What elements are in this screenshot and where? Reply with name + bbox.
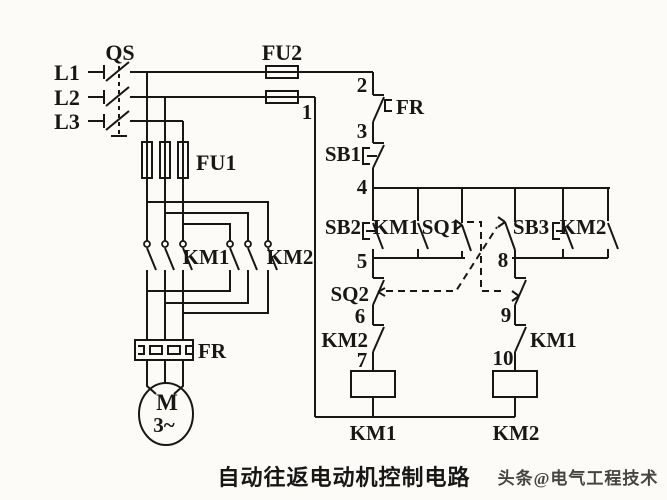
diagram-title: 自动往返电动机控制电路 — [217, 465, 470, 490]
wire-number-5: 5 — [357, 249, 368, 273]
fr-main-label: FR — [198, 339, 227, 363]
km1-seal-label: KM1 — [373, 215, 420, 239]
sb3-reverse-button — [552, 188, 574, 258]
fr-overload-relay — [134, 339, 194, 361]
sb3-label: SB3 — [513, 215, 549, 239]
fu1-label: FU1 — [196, 150, 236, 175]
sq1-label: SQ1 — [422, 215, 461, 239]
feeder-wires — [146, 72, 374, 417]
sb2-label: SB2 — [325, 215, 361, 239]
km2-seal-in-contact — [607, 188, 619, 258]
sq2-mechanical-link — [386, 226, 498, 292]
sb1-label: SB1 — [325, 142, 361, 166]
fu1-fuse — [141, 141, 189, 179]
km2-crossover-wires — [147, 270, 269, 314]
km2-feed-taps — [147, 201, 269, 241]
qs-label: QS — [105, 40, 134, 65]
sq1-mechanical-link — [467, 221, 506, 292]
fu2-label: FU2 — [262, 40, 302, 65]
labels: L1 L2 L3 QS FU2 FU1 KM1 KM2 FR M 3~ 1 2 … — [54, 40, 606, 445]
sb2-forward-button — [362, 188, 384, 258]
power-circuit — [88, 61, 374, 446]
wire-number-7: 7 — [357, 348, 368, 372]
fr-contact-label: FR — [396, 95, 425, 119]
phase-lines — [88, 71, 373, 122]
phase-label-l1: L1 — [54, 60, 80, 85]
km1-output-wires — [146, 270, 184, 340]
km1-seal-in-contact — [417, 188, 429, 258]
contact-terminals — [143, 240, 272, 248]
sq2-label: SQ2 — [330, 282, 369, 306]
watermark: 头条@电气工程技术 — [498, 468, 659, 488]
wire-number-6: 6 — [355, 304, 366, 328]
fu2-fuse — [265, 65, 299, 104]
km1-coil — [350, 370, 396, 398]
km2-main-label: KM2 — [267, 245, 314, 269]
motor-m-label: M — [156, 390, 178, 415]
wire-number-8: 8 — [498, 248, 509, 272]
km1-main-contacts — [146, 247, 193, 271]
control-circuit — [315, 94, 619, 418]
wire-number-4: 4 — [357, 175, 368, 199]
km2-coil — [492, 370, 538, 398]
wire-number-3: 3 — [357, 119, 368, 143]
km2-main-contacts — [229, 247, 278, 271]
km1-interlock-contact — [514, 305, 527, 371]
km1-coil-label: KM1 — [350, 421, 397, 445]
wire-number-2: 2 — [357, 73, 368, 97]
km2-seal-label: KM2 — [560, 215, 607, 239]
km1-main-label: KM1 — [183, 245, 230, 269]
km2-interlock-contact — [372, 305, 385, 371]
km1-interlock-label: KM1 — [530, 328, 577, 352]
sq1-nc-contact — [511, 258, 527, 306]
motor-leads — [146, 360, 184, 395]
motor-circle — [138, 382, 194, 446]
motor-phase-label: 3~ — [153, 413, 175, 437]
wire-number-1: 1 — [302, 100, 313, 124]
sq1-no-contact — [454, 188, 472, 258]
sq2-nc-contact — [372, 258, 386, 306]
fr-nc-contact — [372, 94, 392, 143]
km2-interlock-label: KM2 — [321, 328, 368, 352]
sq2-no-contact — [497, 188, 516, 258]
phase-label-l3: L3 — [54, 109, 80, 134]
sb1-stop-button — [362, 142, 385, 188]
km2-coil-label: KM2 — [493, 421, 540, 445]
wire-number-10: 10 — [493, 346, 514, 370]
wire-number-9: 9 — [501, 303, 512, 327]
qs-disconnect-switch — [103, 61, 130, 137]
phase-label-l2: L2 — [54, 85, 80, 110]
